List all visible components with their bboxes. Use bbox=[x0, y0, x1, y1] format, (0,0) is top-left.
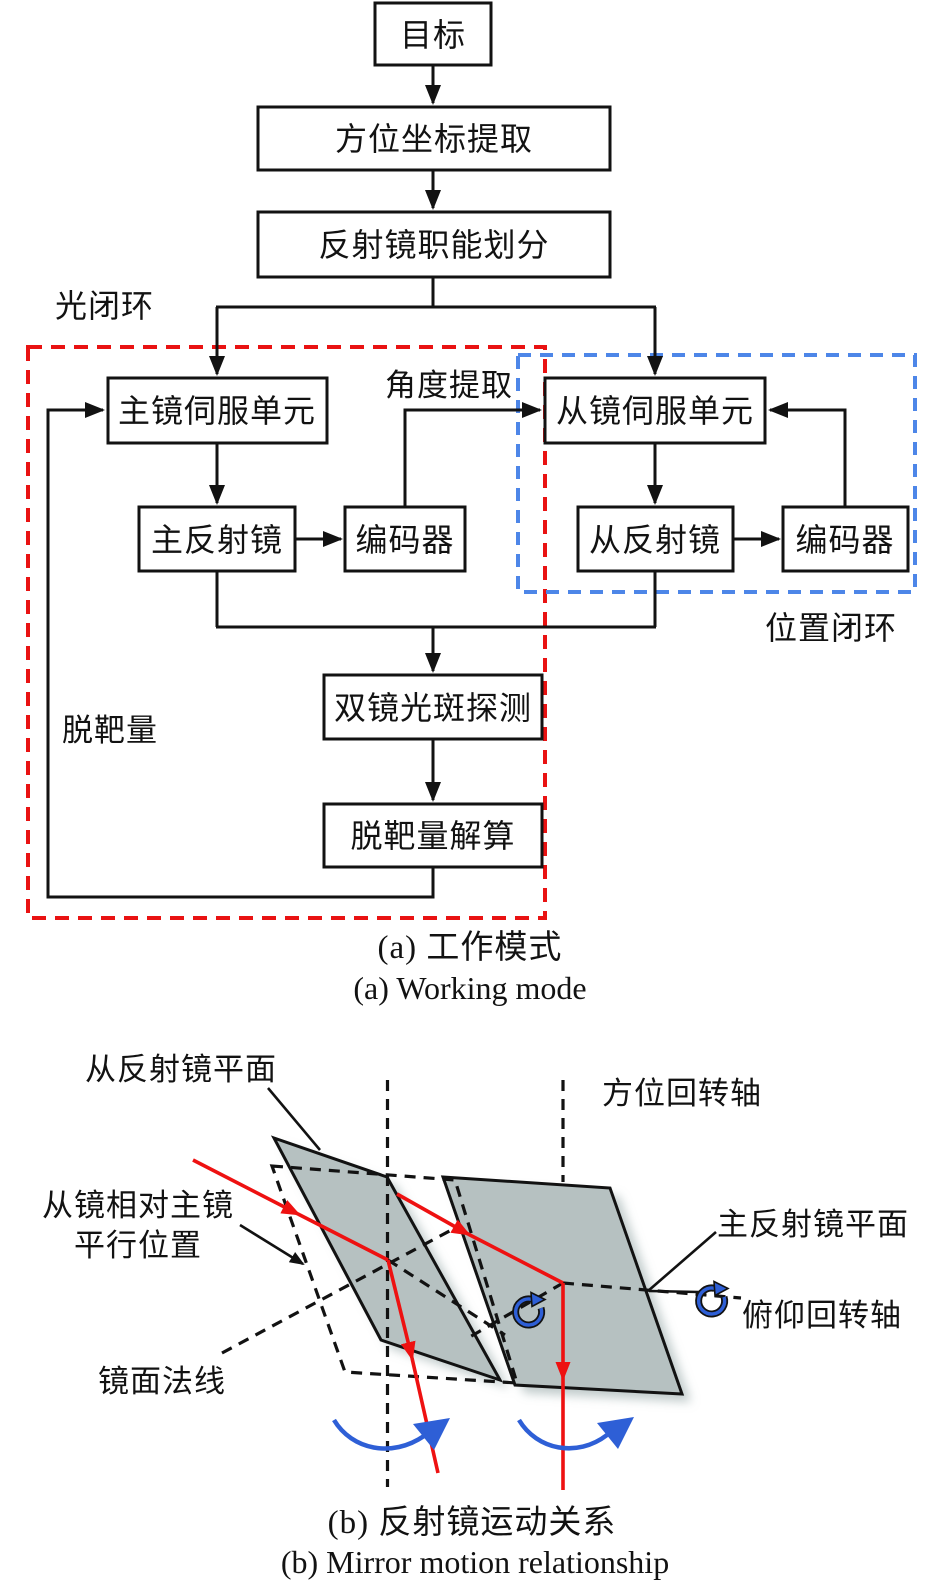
node-secondary-mirror-label: 从反射镜 bbox=[589, 522, 721, 558]
sweep-arrows bbox=[332, 1417, 634, 1451]
node-encoder-primary-label: 编码器 bbox=[355, 522, 454, 558]
node-encoder-primary-box bbox=[343, 505, 467, 573]
node-encoder-secondary-label: 编码器 bbox=[795, 522, 894, 558]
node-role-division-label: 反射镜职能划分 bbox=[318, 227, 549, 263]
primary-plane-leader bbox=[647, 1231, 717, 1292]
azimuth-rotation-icon bbox=[512, 1291, 547, 1329]
pitch-rotation-icon bbox=[695, 1280, 730, 1318]
position-loop-region bbox=[516, 353, 917, 594]
secondary-plane-leader bbox=[267, 1087, 321, 1151]
angle-extract-label: 角度提取 bbox=[385, 368, 513, 403]
mirror-normal-label: 镜面法线 bbox=[98, 1364, 226, 1399]
figure-b-labels: 从反射镜平面 方位回转轴 从镜相对主镜 平行位置 镜面法线 主反射镜平面 俯仰回… bbox=[42, 1052, 909, 1399]
secondary-plane-label: 从反射镜平面 bbox=[85, 1052, 277, 1087]
optical-loop-label: 光闭环 bbox=[55, 288, 154, 324]
node-azimuth-extract-label: 方位坐标提取 bbox=[335, 121, 533, 157]
mirror-normal-dashed bbox=[221, 1226, 456, 1355]
node-encoder-secondary-box bbox=[781, 505, 910, 573]
node-secondary-servo-box bbox=[543, 376, 767, 445]
caption-b-zh: (b) 反射镜运动关系 bbox=[328, 1504, 617, 1541]
pitch-axis-dashed bbox=[562, 1281, 742, 1300]
miss-distance-label: 脱靶量 bbox=[62, 713, 158, 748]
sweep-arrow-right-arc bbox=[517, 1418, 609, 1451]
caption-a-en: (a) Working mode bbox=[353, 970, 586, 1006]
primary-plane-label: 主反射镜平面 bbox=[717, 1207, 909, 1242]
node-primary-servo-box bbox=[106, 376, 329, 445]
node-secondary-servo-label: 从镜伺服单元 bbox=[556, 393, 754, 429]
sweep-arrow-left-arc bbox=[332, 1418, 426, 1451]
node-primary-mirror-box bbox=[137, 505, 297, 573]
node-miss-distance-solver-box bbox=[322, 802, 544, 869]
node-azimuth-extract-box bbox=[256, 105, 612, 172]
caption-a-zh: (a) 工作模式 bbox=[378, 929, 563, 966]
secondary-pivot-aux-dashed bbox=[387, 1258, 506, 1337]
node-target-label: 目标 bbox=[400, 17, 466, 53]
flow-nodes: 目标 方位坐标提取 反射镜职能划分 主镜伺服单元 从镜伺服单元 主反射镜 编码器… bbox=[106, 1, 910, 869]
sweep-arrow-right-head bbox=[597, 1417, 634, 1449]
label-leaders bbox=[239, 1087, 717, 1292]
node-miss-distance-solver-label: 脱靶量解算 bbox=[350, 818, 515, 854]
azimuth-axis-label: 方位回转轴 bbox=[602, 1076, 762, 1111]
parallel-position-leader bbox=[239, 1223, 305, 1266]
caption-b-en: (b) Mirror motion relationship bbox=[281, 1544, 669, 1580]
optical-rays bbox=[192, 1158, 571, 1490]
optical-loop-region bbox=[26, 345, 547, 920]
pitch-axis-solid-segment bbox=[648, 1289, 700, 1294]
sweep-arrow-left-head bbox=[413, 1418, 450, 1450]
parallel-position-label-line1: 从镜相对主镜 bbox=[42, 1188, 234, 1223]
position-loop-label: 位置闭环 bbox=[765, 610, 897, 646]
node-spot-detection-label: 双镜光斑探测 bbox=[334, 690, 532, 726]
parallel-position-outline bbox=[269, 1164, 520, 1385]
parallel-position-label-line2: 平行位置 bbox=[74, 1228, 202, 1263]
node-primary-servo-label: 主镜伺服单元 bbox=[118, 393, 316, 429]
node-primary-mirror-label: 主反射镜 bbox=[151, 522, 283, 558]
node-role-division-box bbox=[256, 210, 612, 279]
flow-connectors bbox=[46, 65, 847, 899]
construction-dashed-lines bbox=[221, 1080, 742, 1487]
node-target-box bbox=[373, 1, 493, 67]
pitch-axis-label: 俯仰回转轴 bbox=[742, 1298, 902, 1333]
node-secondary-mirror-box bbox=[576, 505, 735, 573]
node-spot-detection-box bbox=[322, 673, 544, 741]
